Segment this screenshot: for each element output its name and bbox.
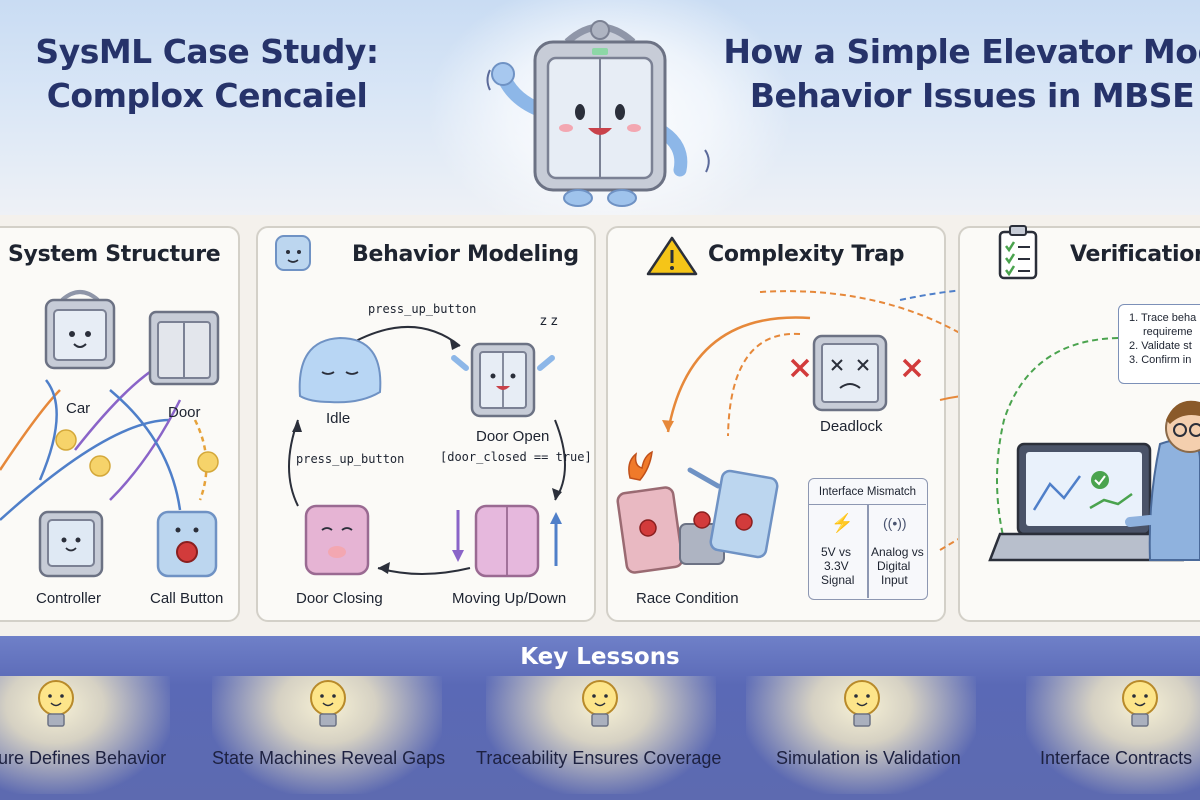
mismatch-left-1: 5V vs xyxy=(821,545,852,559)
lightbulb-icon xyxy=(582,680,618,727)
label-controller: Controller xyxy=(36,590,102,607)
lesson-label-2: State Machines Reveal Gaps xyxy=(212,748,446,768)
mismatch-title: Interface Mismatch xyxy=(809,479,926,505)
lightbulb-icon xyxy=(1122,680,1158,727)
header-banner: SysML Case Study: Complox Cencaiel How a… xyxy=(0,0,1200,215)
panel-title-behavior: Behavior Modeling xyxy=(352,242,579,267)
panel-behavior-modeling: Behavior Modeling xyxy=(256,226,596,622)
verification-steps: 1. Trace beha requireme 2. Validate st 3… xyxy=(1118,304,1200,384)
label-guard: [door_closed == true] xyxy=(440,450,592,464)
signal-icon: ((•)) xyxy=(883,515,907,531)
panel-title-complexity: Complexity Trap xyxy=(708,242,905,267)
label-car: Car xyxy=(66,400,91,417)
mismatch-divider xyxy=(867,505,869,598)
panel-title-structure: System Structure xyxy=(8,242,221,267)
step-1a: 1. Trace beha xyxy=(1129,312,1197,324)
mismatch-right-3: Input xyxy=(881,573,908,587)
mismatch-right-1: Analog vs xyxy=(871,545,924,559)
label-idle: Idle xyxy=(326,410,351,427)
label-transition-top: press_up_button xyxy=(368,302,477,316)
mismatch-left-3: Signal xyxy=(821,573,855,587)
label-race-condition: Race Condition xyxy=(636,590,739,607)
title-left-line1: SysML Case Study: xyxy=(35,32,379,71)
panel-title-verification: Verification xyxy=(1070,242,1200,267)
lesson-label-3: Traceability Ensures Coverage xyxy=(476,748,722,768)
key-lessons-band: Key Lessons xyxy=(0,636,1200,800)
lightbulb-row xyxy=(38,680,1158,727)
label-door: Door xyxy=(168,404,201,421)
label-moving: Moving Up/Down xyxy=(452,590,567,607)
lightbulb-icon xyxy=(38,680,74,727)
title-right-line2: Behavior Issues in MBSE xyxy=(749,76,1195,115)
title-left-line2: Complox Cencaiel xyxy=(46,76,368,115)
label-call-button: Call Button xyxy=(150,590,224,607)
step-2: 2. Validate st xyxy=(1129,340,1192,352)
label-door-open: Door Open xyxy=(476,428,550,445)
lesson-label-4: Simulation is Validation xyxy=(776,748,961,768)
lessons-title: Key Lessons xyxy=(520,644,680,670)
elevator-mascot-icon xyxy=(486,20,710,207)
panel-verification: Verification xyxy=(958,226,1200,622)
lesson-beam xyxy=(1026,676,1200,794)
title-left: SysML Case Study: Complox Cencaiel xyxy=(22,30,392,118)
lightbulb-icon xyxy=(310,680,346,727)
label-transition-left: press_up_button xyxy=(296,452,405,466)
label-door-closing: Door Closing xyxy=(296,590,383,607)
lightning-icon: ⚡ xyxy=(831,513,854,533)
lightbulb-icon xyxy=(844,680,880,727)
lesson-label-1: ure Defines Behavior xyxy=(0,748,167,768)
interface-mismatch-box: Interface Mismatch ⚡ ((•)) 5V vs 3.3V Si… xyxy=(808,478,928,600)
panel-system-structure: System Structure xyxy=(0,226,240,622)
lesson-beam xyxy=(0,676,170,794)
title-right-line1: How a Simple Elevator Mod xyxy=(723,32,1200,71)
mismatch-right-2: Digital xyxy=(877,559,911,573)
label-deadlock: Deadlock xyxy=(820,418,883,435)
title-right: How a Simple Elevator Mod Behavior Issue… xyxy=(692,30,1200,118)
sleep-icon: z z xyxy=(540,312,558,328)
lesson-label-5: Interface Contracts xyxy=(1040,748,1193,768)
mismatch-left-2: 3.3V xyxy=(824,559,849,573)
step-1b: requireme xyxy=(1143,326,1193,338)
step-3: 3. Confirm in xyxy=(1129,354,1192,366)
